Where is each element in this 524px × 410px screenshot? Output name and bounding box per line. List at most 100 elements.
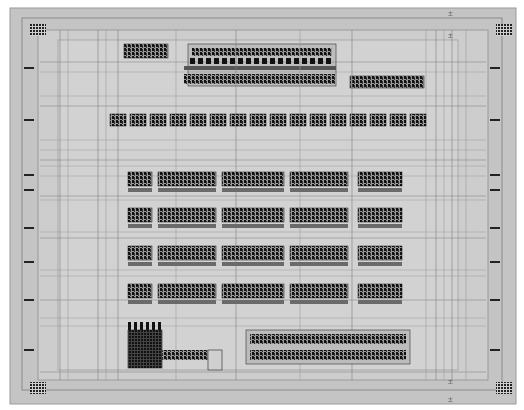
cell-row-top bbox=[289, 113, 307, 127]
macro-pin bbox=[246, 58, 251, 64]
cell-block-rail bbox=[222, 300, 284, 304]
cell-block bbox=[221, 171, 285, 187]
macro-pin bbox=[230, 58, 235, 64]
top-center-macro-row-3 bbox=[184, 74, 336, 84]
cell-block bbox=[127, 245, 153, 261]
right-pad-lead bbox=[490, 261, 500, 263]
cell-row-top bbox=[389, 113, 407, 127]
top-edge-marker-1: ± bbox=[448, 9, 453, 18]
macro-pin bbox=[262, 58, 267, 64]
macro-pin bbox=[254, 58, 259, 64]
cell-row-top bbox=[349, 113, 367, 127]
cell-block-rail bbox=[158, 262, 216, 266]
cell-block bbox=[357, 171, 403, 187]
bank-stripe bbox=[146, 322, 149, 330]
cell-block-rail bbox=[222, 188, 284, 192]
cell-block bbox=[157, 245, 217, 261]
cell-row-top bbox=[109, 113, 127, 127]
cell-block bbox=[357, 245, 403, 261]
cell-block bbox=[221, 245, 285, 261]
bottom-edge-marker-2: ± bbox=[448, 395, 453, 404]
macro-pin bbox=[214, 58, 219, 64]
bank-stripe bbox=[140, 322, 143, 330]
macro-pin bbox=[278, 58, 283, 64]
macro-pin bbox=[238, 58, 243, 64]
right-pad-lead bbox=[490, 189, 500, 191]
corner-pad-top-left bbox=[30, 24, 46, 36]
left-pad-lead bbox=[24, 227, 34, 229]
cell-row-top bbox=[129, 113, 147, 127]
cell-block bbox=[221, 207, 285, 223]
bottom-right-macro-row-1 bbox=[250, 334, 406, 344]
left-pad-lead bbox=[24, 349, 34, 351]
macro-pin bbox=[294, 58, 299, 64]
cell-row-top bbox=[169, 113, 187, 127]
left-pad-lead bbox=[24, 119, 34, 121]
corner-pad-top-right bbox=[496, 24, 512, 36]
pad-ring-outer bbox=[21, 17, 503, 391]
cell-block-rail bbox=[290, 224, 348, 228]
bottom-right-macro-row-2 bbox=[250, 350, 406, 360]
macro-pin bbox=[198, 58, 203, 64]
cell-block-rail bbox=[128, 262, 152, 266]
top-center-macro-row-1 bbox=[192, 48, 332, 56]
cell-row-top bbox=[229, 113, 247, 127]
cell-row-top bbox=[409, 113, 427, 127]
cell-row-top bbox=[329, 113, 347, 127]
cell-block-rail bbox=[158, 188, 216, 192]
top-center-macro-row-2 bbox=[184, 66, 336, 70]
cell-block-rail bbox=[290, 188, 348, 192]
macro-pin bbox=[222, 58, 227, 64]
cell-block-rail bbox=[128, 224, 152, 228]
cell-block bbox=[289, 245, 349, 261]
bank-stripe bbox=[152, 322, 155, 330]
right-pad-lead bbox=[490, 174, 500, 176]
left-pad-lead bbox=[24, 189, 34, 191]
right-pad-lead bbox=[490, 299, 500, 301]
bank-stripe bbox=[134, 322, 137, 330]
cell-block-rail bbox=[290, 300, 348, 304]
right-pad-lead bbox=[490, 349, 500, 351]
cell-block bbox=[221, 283, 285, 299]
cell-block-rail bbox=[158, 224, 216, 228]
cell-row-top bbox=[189, 113, 207, 127]
top-left-macro bbox=[123, 43, 169, 59]
macro-pin bbox=[310, 58, 315, 64]
bottom-edge-marker-1: ± bbox=[448, 377, 453, 386]
cell-block bbox=[127, 207, 153, 223]
right-pad-lead bbox=[490, 67, 500, 69]
left-pad-lead bbox=[24, 67, 34, 69]
cell-block-rail bbox=[158, 300, 216, 304]
cell-block bbox=[357, 207, 403, 223]
cell-block-rail bbox=[358, 188, 402, 192]
cell-block bbox=[289, 171, 349, 187]
cell-block bbox=[127, 171, 153, 187]
bottom-left-macro-tail bbox=[162, 350, 222, 360]
bank-stripe bbox=[158, 322, 161, 330]
cell-block-rail bbox=[290, 262, 348, 266]
cell-block-rail bbox=[358, 262, 402, 266]
cell-block bbox=[157, 171, 217, 187]
corner-pad-bottom-left bbox=[30, 382, 46, 394]
cell-block bbox=[157, 207, 217, 223]
macro-pin bbox=[326, 58, 331, 64]
macro-pin bbox=[206, 58, 211, 64]
cell-block bbox=[127, 283, 153, 299]
cell-row-top bbox=[209, 113, 227, 127]
cell-block-rail bbox=[128, 188, 152, 192]
macro-pin bbox=[286, 58, 291, 64]
cell-block bbox=[289, 283, 349, 299]
cell-block-rail bbox=[358, 224, 402, 228]
left-pad-lead bbox=[24, 299, 34, 301]
left-pad-lead bbox=[24, 174, 34, 176]
cell-block bbox=[289, 207, 349, 223]
cell-block-rail bbox=[128, 300, 152, 304]
core-region bbox=[57, 39, 459, 371]
right-pad-lead bbox=[490, 227, 500, 229]
cell-row-top bbox=[269, 113, 287, 127]
cell-block bbox=[357, 283, 403, 299]
bottom-left-macro bbox=[127, 329, 163, 369]
cell-row-top bbox=[249, 113, 267, 127]
cell-row-top bbox=[149, 113, 167, 127]
